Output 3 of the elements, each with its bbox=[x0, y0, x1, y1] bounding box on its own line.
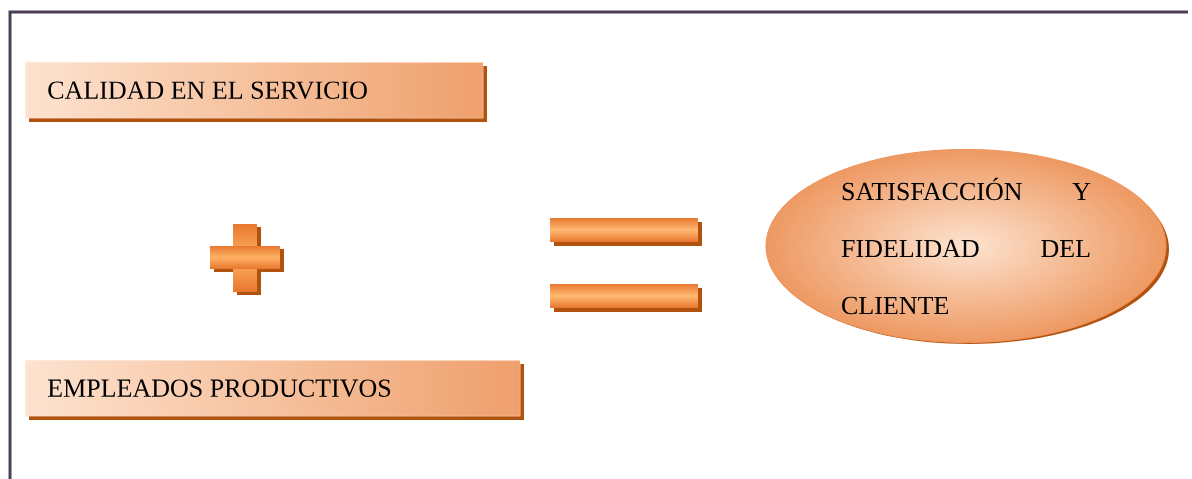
ellipse-node: SATISFACCIÓN Y FIDELIDAD DEL CLIENTE bbox=[765, 148, 1169, 344]
text-box: CALIDAD EN EL SERVICIO bbox=[25, 62, 487, 122]
text-box: EMPLEADOS PRODUCTIVOS bbox=[25, 360, 524, 420]
